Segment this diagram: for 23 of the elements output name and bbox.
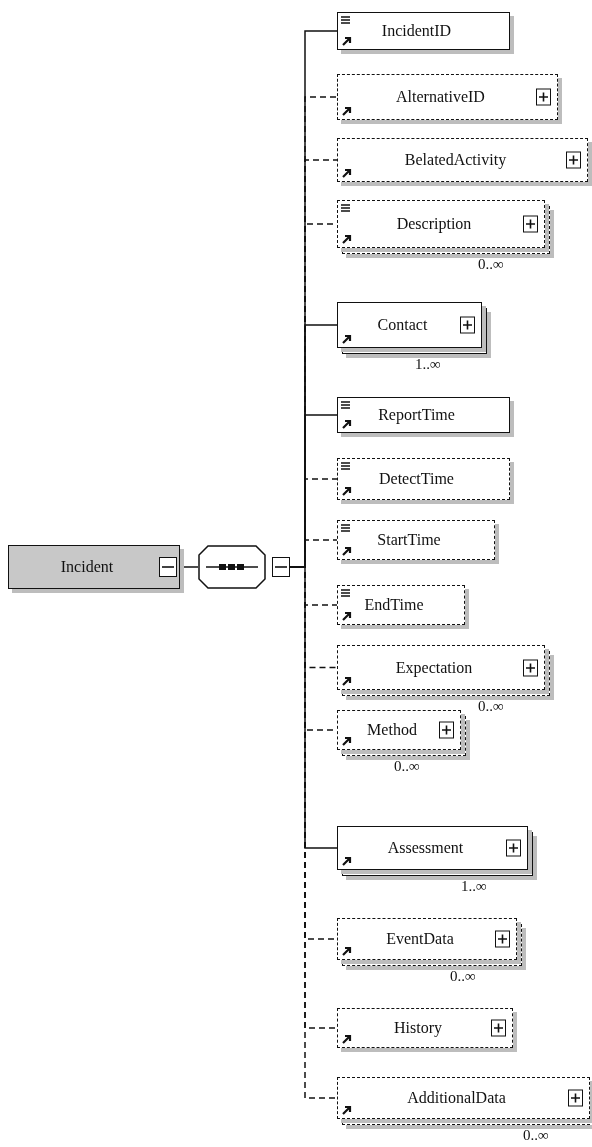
element-name: Assessment	[386, 839, 465, 857]
element-name: EndTime	[363, 596, 425, 614]
element-name: ReportTime	[377, 406, 456, 424]
element-name: BelatedActivity	[403, 151, 508, 169]
occurrence-label: 1..∞	[461, 878, 487, 895]
occurrence-label: 0..∞	[523, 1127, 549, 1144]
element-name: StartTime	[376, 531, 442, 549]
occurrence-label: 0..∞	[450, 968, 476, 985]
element-name: Description	[395, 215, 473, 233]
element-name: History	[393, 1019, 443, 1037]
element-name: Contact	[376, 316, 429, 334]
element-name: DetectTime	[378, 470, 455, 488]
element-name: Incident	[59, 558, 115, 576]
occurrence-label: 0..∞	[394, 758, 420, 775]
element-name: Expectation	[394, 658, 474, 677]
occurrence-label: 1..∞	[415, 356, 441, 373]
element-name: AdditionalData	[406, 1089, 507, 1107]
occurrence-label: 0..∞	[478, 256, 504, 273]
element-name: EventData	[385, 930, 455, 948]
element-name: IncidentID	[380, 22, 453, 40]
element-name: Method	[366, 721, 418, 739]
occurrence-label: 0..∞	[478, 698, 504, 715]
element-name: AlternativeID	[395, 88, 486, 106]
